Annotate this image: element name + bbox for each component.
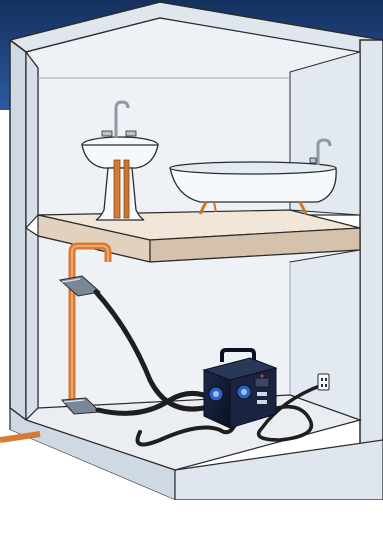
right-outer-wall: [360, 40, 383, 500]
outlet-icon: [318, 374, 329, 390]
upper-left-wall: [26, 52, 38, 228]
left-outer-wall: [10, 40, 26, 420]
lower-left-wall: [26, 228, 38, 420]
